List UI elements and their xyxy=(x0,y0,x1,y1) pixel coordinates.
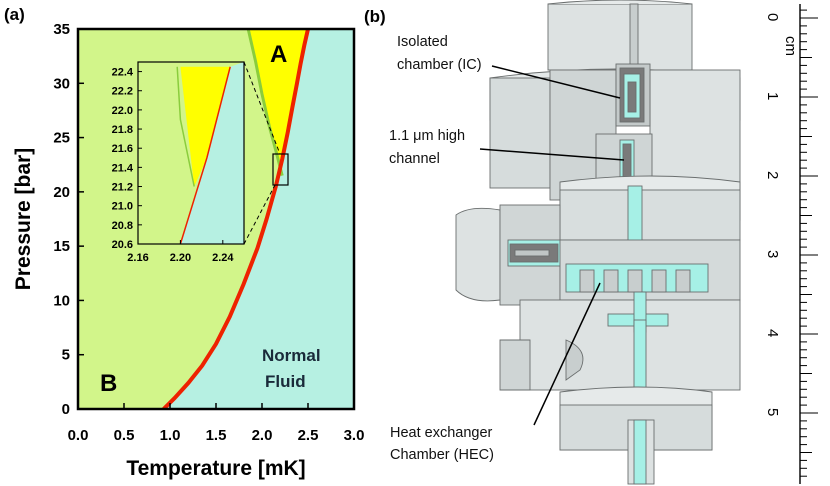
x-tick-label: 0.5 xyxy=(114,427,135,444)
panel-b-label: (b) xyxy=(364,7,386,26)
cell-cutaway-drawing xyxy=(455,0,741,485)
callout-hec-line2: Chamber (HEC) xyxy=(390,447,494,463)
inset-y-tick-label: 21.6 xyxy=(112,143,133,155)
zoom-box xyxy=(272,153,289,186)
inset-y-tick-label: 21.0 xyxy=(112,201,133,213)
inset-y-tick-label: 20.8 xyxy=(112,220,133,232)
y-tick-label: 5 xyxy=(62,347,70,364)
inset-plot: 2.16 2.20 2.24 20.6 20.8 21.0 21.2 21.4 21.6 21.… xyxy=(112,61,245,264)
label-a-phase: A xyxy=(270,41,287,68)
inset-x-axis: 2.16 2.20 2.24 xyxy=(127,240,234,264)
inset-ab-line xyxy=(176,66,195,187)
callout-channel-line1: 1.1 μm high xyxy=(389,128,465,144)
y-tick-label: 0 xyxy=(62,401,70,418)
inset-x-tick-label: 2.16 xyxy=(127,252,148,264)
inset-y-tick-label: 22.0 xyxy=(112,105,133,117)
y-tick-label: 30 xyxy=(53,75,70,92)
callout-channel-pointer xyxy=(479,148,625,161)
x-tick-label: 2.0 xyxy=(252,427,273,444)
normal-fluid-region xyxy=(163,29,354,409)
ruler-label: 3 xyxy=(764,250,781,258)
ruler-label: 4 xyxy=(764,329,781,337)
callout-channel-line2: channel xyxy=(389,151,440,167)
callout-ic-line2: chamber (IC) xyxy=(397,57,482,73)
scale-ruler: 0 1 2 3 4 5 xyxy=(764,4,818,484)
label-b-phase: B xyxy=(100,370,117,397)
callout-hec-pointer xyxy=(533,282,601,426)
y-tick-label: 35 xyxy=(53,21,70,38)
y-tick-label: 20 xyxy=(53,184,70,201)
inset-frame xyxy=(137,61,245,245)
label-fluid: Fluid xyxy=(265,372,306,391)
inset-normal-region xyxy=(180,62,244,244)
inset-y-axis: 20.6 20.8 21.0 21.2 21.4 21.6 21.8 22.0 22.2 22.4 xyxy=(112,67,142,251)
inset-x-tick-label: 2.20 xyxy=(170,252,191,264)
y-tick-label: 10 xyxy=(53,292,70,309)
ruler-label: 5 xyxy=(764,408,781,416)
zoom-connector-top xyxy=(243,61,281,155)
callout-ic-pointer xyxy=(491,65,621,99)
inset-x-tick-label: 2.24 xyxy=(212,252,234,264)
a-phase-region xyxy=(248,29,308,176)
inset-y-tick-label: 22.4 xyxy=(112,67,134,79)
inset-y-tick-label: 20.6 xyxy=(112,239,133,251)
inset-y-tick-label: 21.8 xyxy=(112,124,133,136)
inset-tc-curve xyxy=(179,66,231,244)
x-tick-label: 1.0 xyxy=(160,427,181,444)
tc-curve xyxy=(162,29,310,409)
x-axis-title: Temperature [mK] xyxy=(126,457,305,480)
y-tick-label: 25 xyxy=(53,130,70,147)
inset-y-tick-label: 21.4 xyxy=(112,162,134,174)
callout-ic-line1: Isolated xyxy=(397,34,448,50)
ruler-label: 2 xyxy=(764,171,781,179)
inset-y-tick-label: 22.2 xyxy=(112,86,133,98)
ruler-label: 0 xyxy=(764,13,781,21)
x-axis: 0.0 0.5 1.0 1.5 2.0 2.5 3.0 xyxy=(68,403,365,444)
inset-y-tick-label: 21.2 xyxy=(112,182,133,194)
panel-a-label: (a) xyxy=(4,5,25,24)
callout-hec-line1: Heat exchanger xyxy=(390,425,493,441)
inset-a-region xyxy=(180,66,231,187)
x-tick-label: 2.5 xyxy=(298,427,319,444)
y-axis-title: Pressure [bar] xyxy=(12,148,35,290)
x-tick-label: 0.0 xyxy=(68,427,89,444)
y-axis: 0 5 10 15 20 25 30 35 xyxy=(53,21,84,418)
ruler-label: 1 xyxy=(764,92,781,100)
ab-transition-line xyxy=(246,29,284,176)
x-tick-label: 1.5 xyxy=(206,427,227,444)
label-normal: Normal xyxy=(262,346,321,365)
ruler-unit: cm xyxy=(782,36,799,56)
y-tick-label: 15 xyxy=(53,238,70,255)
x-tick-label: 3.0 xyxy=(344,427,365,444)
phase-diagram: 0.0 0.5 1.0 1.5 2.0 2.5 3.0 0 5 10 15 20 25 30 35 2.1… xyxy=(53,21,364,444)
